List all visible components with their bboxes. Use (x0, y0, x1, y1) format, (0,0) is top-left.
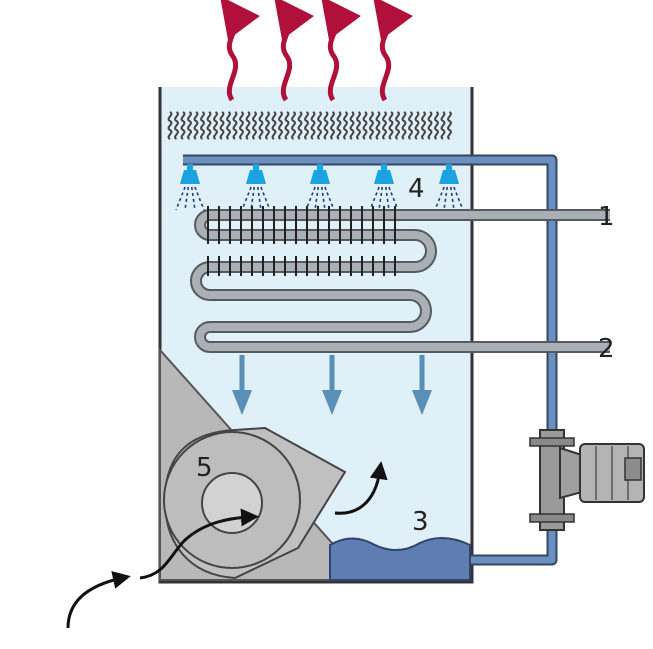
spray-nozzle-icon (175, 164, 205, 211)
pump-motor-icon (529, 429, 645, 531)
eliminator-blade (245, 111, 251, 140)
eliminator-blade (291, 111, 296, 140)
spray-nozzles (175, 164, 464, 211)
eliminator-blade (200, 111, 205, 140)
eliminator-blade (408, 111, 413, 140)
eliminator-blade (284, 111, 290, 140)
eliminator-blade (310, 111, 316, 140)
eliminator-blade (167, 111, 173, 140)
eliminator-blade (239, 111, 244, 140)
eliminator-blade (401, 111, 407, 140)
exhaust-arrow-icon (220, 0, 260, 102)
eliminator-blade (265, 111, 270, 140)
exhaust-arrow-icon (321, 0, 361, 102)
down-arrow-icon (412, 355, 432, 415)
eliminator-blade (356, 111, 361, 140)
eliminator-blade (427, 111, 433, 140)
eliminator-blade (271, 111, 277, 140)
eliminator-blade (343, 111, 348, 140)
air-inlet-arrow-icon (66, 571, 131, 629)
down-arrow-icon (232, 355, 252, 415)
label-fan: 5 (196, 453, 213, 483)
eliminator-blade (362, 111, 368, 140)
spray-nozzle-icon (434, 164, 464, 211)
drift-eliminator (167, 111, 452, 140)
eliminator-blade (278, 111, 283, 140)
eliminator-blade (226, 111, 231, 140)
eliminator-blade (369, 111, 374, 140)
exhaust-arrows (220, 0, 413, 102)
eliminator-blade (193, 111, 199, 140)
eliminator-blade (206, 111, 212, 140)
air-intake-arrow-icon (139, 508, 259, 580)
eliminator-blade (219, 111, 225, 140)
tower-walls (158, 87, 474, 584)
spray-nozzle-icon (369, 164, 399, 211)
airflow-down-arrows (232, 355, 432, 415)
eliminator-blade (421, 111, 426, 140)
label-coil-outlet: 2 (598, 334, 615, 364)
eliminator-blade (258, 111, 264, 140)
exhaust-arrow-icon (373, 0, 413, 102)
coil-fins (207, 206, 396, 276)
eliminator-blade (297, 111, 303, 140)
eliminator-blade (213, 111, 218, 140)
eliminator-blade (395, 111, 400, 140)
water-circulation-pipe-inner (183, 156, 556, 564)
eliminator-blade (388, 111, 394, 140)
eliminator-blade (317, 111, 322, 140)
eliminator-blade (434, 111, 439, 140)
eliminator-blade (414, 111, 420, 140)
label-coil-inlet: 1 (598, 202, 615, 232)
heat-exchange-coil (190, 206, 610, 353)
down-arrow-icon (322, 355, 342, 415)
exhaust-arrow-icon (274, 0, 314, 102)
eliminator-blade (252, 111, 257, 140)
eliminator-blade (187, 111, 192, 140)
label-spray-nozzles: 4 (408, 174, 425, 204)
air-rise-arrow-icon (334, 461, 388, 515)
water-basin (329, 537, 471, 581)
eliminator-blade (375, 111, 381, 140)
eliminator-blade (336, 111, 342, 140)
eliminator-blade (330, 111, 335, 140)
eliminator-blade (349, 111, 355, 140)
label-water-basin: 3 (412, 507, 429, 537)
eliminator-blade (180, 111, 186, 140)
eliminator-blade (382, 111, 387, 140)
eliminator-blade (440, 111, 446, 140)
eliminator-blade (447, 111, 452, 140)
eliminator-blade (304, 111, 309, 140)
eliminator-blade (174, 111, 179, 140)
eliminator-blade (323, 111, 329, 140)
eliminator-blade (232, 111, 238, 140)
